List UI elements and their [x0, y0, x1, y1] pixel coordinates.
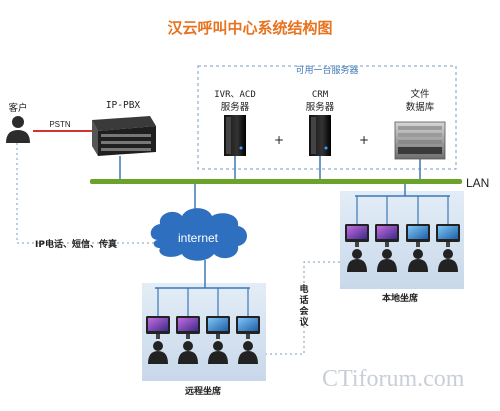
plus-sign-2: +: [359, 133, 369, 147]
remote-workstation-2: [176, 316, 200, 364]
pstn-label: PSTN: [49, 120, 71, 129]
remote-workstation-1: [146, 316, 170, 364]
remote-workstation-4: [236, 316, 260, 364]
db-label-line1: 文件: [410, 88, 430, 100]
conference-label: 电话会议: [299, 283, 309, 328]
customer-person-icon: [6, 116, 30, 143]
crm-server-icon: [309, 115, 331, 156]
local-workstation-4: [436, 224, 460, 272]
ivr-label-line2: 服务器: [221, 101, 250, 113]
remote-agents-label: 远程坐席: [185, 385, 221, 397]
conference-dashed-link: [266, 261, 340, 355]
server-group-box: [197, 65, 457, 170]
ip-phone-label: IP电话、短信、传真: [35, 238, 117, 250]
ivr-label-line1: IVR、ACD: [214, 90, 256, 100]
remote-workstation-3: [206, 316, 230, 364]
local-workstation-1: [345, 224, 369, 272]
ivr-server-icon: [224, 115, 246, 156]
watermark-logo: CTiforum.com: [322, 366, 465, 392]
lan-bar: [90, 179, 462, 184]
plus-sign-1: +: [274, 133, 284, 147]
lan-label: LAN: [466, 176, 489, 190]
db-label-line2: 数据库: [406, 101, 435, 113]
local-agents-label: 本地坐席: [382, 292, 418, 304]
local-workstation-3: [406, 224, 430, 272]
internet-label: internet: [178, 231, 219, 245]
ippbx-device-icon: [92, 116, 156, 156]
crm-label-line1: CRM: [312, 90, 329, 100]
internet-cloud-icon: [150, 208, 247, 261]
crm-label-line2: 服务器: [306, 101, 335, 113]
server-group-label: 可用一台服务器: [295, 64, 358, 76]
local-workstation-2: [375, 224, 399, 272]
ippbx-label: IP-PBX: [106, 100, 141, 111]
database-storage-icon: [394, 121, 446, 160]
diagram-title: 汉云呼叫中心系统结构图: [167, 19, 332, 37]
customer-label: 客户: [8, 102, 27, 114]
